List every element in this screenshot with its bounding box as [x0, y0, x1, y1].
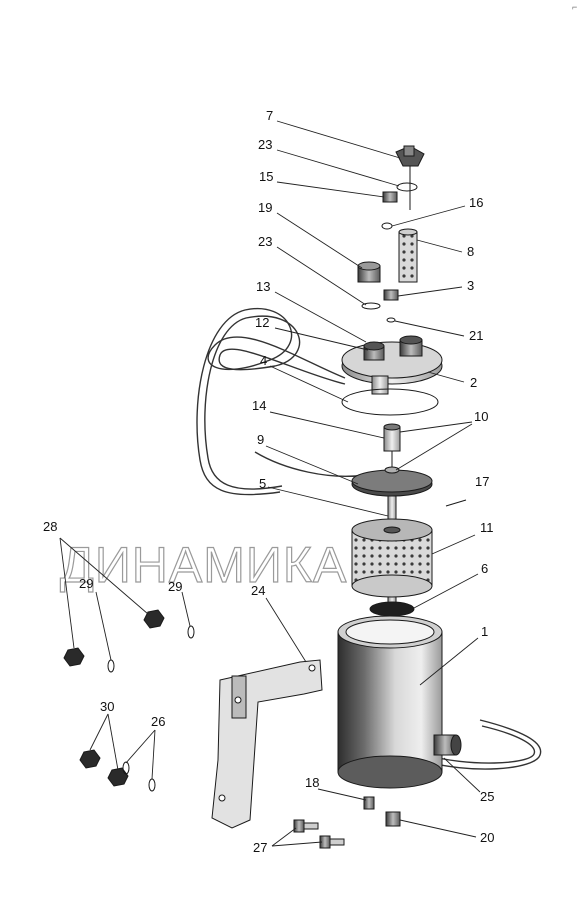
callout-19: 19 — [258, 200, 272, 215]
callout-2: 2 — [470, 375, 477, 390]
part-23-ring-top — [396, 182, 418, 192]
callout-27: 27 — [253, 840, 267, 855]
part-23-ring-lower — [361, 302, 381, 310]
part-3-fitting — [383, 289, 399, 301]
part-26-washer-b — [148, 778, 156, 792]
callout-30: 30 — [100, 699, 114, 714]
callout-29-left: 29 — [79, 576, 93, 591]
part-8-mesh-filter — [398, 228, 418, 283]
part-29-washer-a — [187, 625, 195, 639]
corner-mark: ⌐ — [572, 2, 577, 12]
part-11-filter-element — [351, 518, 433, 598]
part-18-drain-plug — [363, 796, 375, 810]
part-16-washer — [381, 222, 393, 230]
callout-5: 5 — [259, 476, 266, 491]
callout-23-top: 23 — [258, 137, 272, 152]
callout-25: 25 — [480, 789, 494, 804]
part-4-oring — [341, 388, 439, 416]
part-27-bolt-b — [319, 835, 345, 849]
part-9-disk — [351, 466, 433, 497]
part-26-washer-a — [122, 761, 130, 775]
callout-14: 14 — [252, 398, 266, 413]
callout-3: 3 — [467, 278, 474, 293]
callout-16: 16 — [469, 195, 483, 210]
part-15-nut — [382, 191, 398, 203]
callout-11: 11 — [480, 520, 494, 535]
part-19-plug — [357, 261, 381, 283]
callout-1: 1 — [481, 624, 488, 639]
callout-7: 7 — [266, 108, 273, 123]
callout-29-right: 29 — [168, 579, 182, 594]
callout-9: 9 — [257, 432, 264, 447]
part-21-washer — [386, 317, 396, 323]
callout-21: 21 — [469, 328, 483, 343]
part-2-cover — [341, 335, 443, 395]
callout-17: 17 — [475, 474, 489, 489]
callout-4: 4 — [260, 353, 267, 368]
part-29-washer-b — [107, 659, 115, 673]
part-27-bolt-a — [293, 819, 319, 833]
callout-15: 15 — [259, 169, 273, 184]
callout-13: 13 — [256, 279, 270, 294]
callout-24: 24 — [251, 583, 265, 598]
leader-lines — [59, 120, 481, 847]
part-28-nut-a — [143, 609, 165, 629]
callout-10: 10 — [474, 409, 488, 424]
callout-20: 20 — [480, 830, 494, 845]
part-14-sleeve — [383, 423, 401, 452]
part-1-housing — [337, 615, 462, 789]
callout-labels: 7 23 15 16 19 8 23 3 13 21 12 2 4 14 10 … — [43, 108, 494, 855]
part-28-nut-b — [63, 647, 85, 667]
hose-tubes — [196, 307, 542, 770]
callout-23-lower: 23 — [258, 234, 272, 249]
part-24-bracket — [211, 659, 323, 829]
callout-12: 12 — [255, 315, 269, 330]
callout-6: 6 — [481, 561, 488, 576]
part-20-cap — [385, 811, 401, 827]
callout-18: 18 — [305, 775, 319, 790]
part-6-gasket — [369, 601, 415, 617]
callout-28: 28 — [43, 519, 57, 534]
part-30-nut-b — [107, 767, 129, 787]
part-30-nut-a — [79, 749, 101, 769]
part-7-valve — [395, 145, 425, 210]
callout-26: 26 — [151, 714, 165, 729]
callout-8: 8 — [467, 244, 474, 259]
part-17-pin — [445, 499, 467, 507]
